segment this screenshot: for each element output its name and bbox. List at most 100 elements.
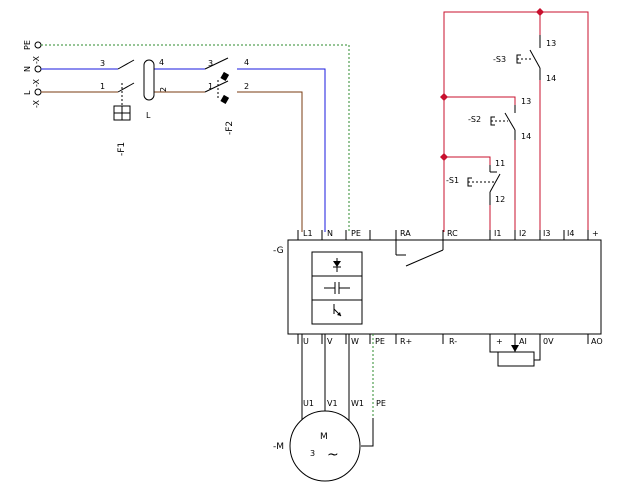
pot-body xyxy=(497,351,535,367)
s2-terminal-14: 14 xyxy=(521,132,531,141)
motor-terminal-v1: V1 xyxy=(327,399,338,408)
motor-tag: -M xyxy=(273,442,284,452)
s3-button xyxy=(516,54,521,64)
drive-bottom-terminal-pe: PE xyxy=(375,337,385,346)
control-supply-loop xyxy=(443,11,589,232)
drive-bottom-terminal-w: W xyxy=(351,337,359,346)
terminal-x-label-3: -X xyxy=(32,100,41,108)
supply-terminal-block: PE N L -X -X -X xyxy=(23,40,42,108)
s1-contact xyxy=(489,173,501,193)
breaker-f2: 3 1 4 2 -F2 xyxy=(204,57,249,135)
inverter-icon xyxy=(333,304,342,317)
s1-button xyxy=(467,177,472,187)
motor-circle xyxy=(289,410,361,482)
s3-terminal-13: 13 xyxy=(546,39,556,48)
f1-contact-n xyxy=(117,59,135,70)
drive-bottom-terminal-ao: AO xyxy=(591,337,603,346)
junction-top xyxy=(536,8,544,16)
f1-terminal-1: 1 xyxy=(100,82,105,91)
terminal-x-label-2: -X xyxy=(32,79,41,87)
pot-wiper-arrow xyxy=(511,345,519,352)
motor-m: M 3 ~ -M U1 V1 W1 PE xyxy=(273,399,386,482)
drive-top-terminal-n: N xyxy=(327,229,333,238)
f2-contact-n xyxy=(204,57,229,70)
neutral-wire-seg3 xyxy=(237,68,326,232)
drive-top-terminal-l1: L1 xyxy=(303,229,313,238)
f1-contact-l xyxy=(117,82,135,93)
drive-top-terminal-plus: + xyxy=(592,229,599,238)
dc-link-capacitor-icon xyxy=(324,282,350,294)
terminal-pe-label: PE xyxy=(23,40,32,50)
f1-fuse-body xyxy=(143,59,155,101)
drive-top-terminal-ticks xyxy=(297,230,601,241)
drive-g: -G L1 N PE RA RC I1 I2 I3 I4 + U V W PE … xyxy=(273,229,603,346)
drive-bottom-terminal-u: U xyxy=(303,337,309,346)
s1-terminal-12: 12 xyxy=(495,195,505,204)
potentiometer xyxy=(489,334,541,367)
s2-upper-wire xyxy=(444,96,516,105)
s2-tag: -S2 xyxy=(468,115,481,124)
motor-ac-symbol: ~ xyxy=(327,447,339,463)
s2-button xyxy=(490,116,495,126)
s3-tag: -S3 xyxy=(493,55,506,64)
drive-top-terminal-ra: RA xyxy=(400,229,411,238)
drive-bottom-terminal-rplus: R+ xyxy=(400,337,412,346)
f1-type-mark: L xyxy=(146,111,151,120)
drive-top-terminal-rc: RC xyxy=(447,229,458,238)
s1-terminal-11: 11 xyxy=(495,159,505,168)
drive-top-terminal-i1: I1 xyxy=(494,229,501,238)
f1-terminal-2: 2 xyxy=(159,87,168,92)
motor-terminal-pe: PE xyxy=(376,399,386,408)
s1-upper-wire xyxy=(444,156,491,165)
rectifier-icon xyxy=(333,258,341,272)
terminal-l-circle xyxy=(34,88,42,96)
drive-bottom-terminal-0v: 0V xyxy=(543,337,554,346)
f2-terminal-1: 1 xyxy=(208,82,213,91)
drive-top-terminal-pe: PE xyxy=(351,229,361,238)
motor-letter: M xyxy=(320,432,328,442)
pe-wire xyxy=(41,44,350,232)
f1-terminal-4: 4 xyxy=(159,58,164,67)
drive-top-terminal-i2: I2 xyxy=(519,229,526,238)
terminal-x-label-1: -X xyxy=(32,56,41,64)
terminal-l-label: L xyxy=(23,90,32,95)
junction-s1 xyxy=(440,153,448,161)
motor-pe-bond xyxy=(361,418,374,447)
f1-tag: -F1 xyxy=(117,142,127,156)
f2-trip-n xyxy=(220,71,230,81)
terminal-n-circle xyxy=(34,65,42,73)
relay-contact-ra-rc xyxy=(395,240,444,267)
motor-terminal-u1: U1 xyxy=(303,399,314,408)
drive-bottom-terminal-ai: AI xyxy=(519,337,527,346)
s2-contact xyxy=(504,112,516,131)
f2-tag: -F2 xyxy=(225,121,235,135)
fuse-f1: 3 1 4 2 L -F1 xyxy=(100,58,168,156)
switch-s1: 11 12 -S1 xyxy=(446,159,505,205)
drive-tag: -G xyxy=(273,246,284,256)
drive-bottom-terminal-plus: + xyxy=(496,337,503,346)
pot-zero-wire xyxy=(534,334,541,361)
drive-top-terminal-i3: I3 xyxy=(543,229,550,238)
s3-terminal-14: 14 xyxy=(546,74,556,83)
f2-terminal-2: 2 xyxy=(244,82,249,91)
terminal-pe-circle xyxy=(34,41,42,49)
motor-terminal-w1: W1 xyxy=(351,399,364,408)
drive-bottom-terminal-rminus: R- xyxy=(449,337,457,346)
drive-top-terminal-i4: I4 xyxy=(567,229,574,238)
switch-s2: 13 14 -S2 xyxy=(468,97,531,141)
s1-tag: -S1 xyxy=(446,176,459,185)
junction-s2 xyxy=(440,93,448,101)
f2-terminal-3: 3 xyxy=(208,59,213,68)
phase-wire-seg3 xyxy=(237,91,303,232)
f1-terminal-3: 3 xyxy=(100,59,105,68)
switch-s3: 13 14 -S3 xyxy=(493,35,556,83)
terminal-n-label: N xyxy=(23,66,32,72)
f2-contact-l xyxy=(204,80,229,93)
drive-bottom-terminal-v: V xyxy=(327,337,333,346)
motor-phases: 3 xyxy=(310,449,315,458)
s2-terminal-13: 13 xyxy=(521,97,531,106)
f2-trip-l xyxy=(220,94,230,104)
s3-contact xyxy=(529,49,541,69)
